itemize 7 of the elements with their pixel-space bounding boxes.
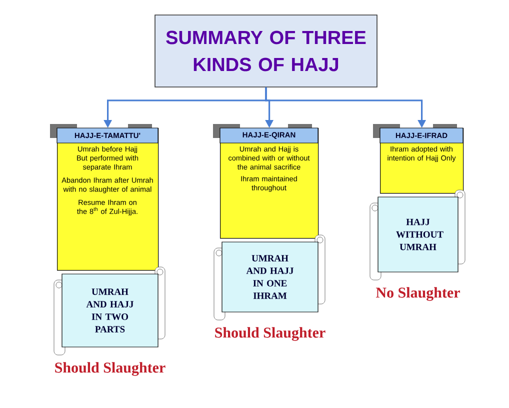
slaughter-note: Should Slaughter [55, 362, 166, 376]
scroll-banner: HAJJ WITHOUT UMRAH [370, 190, 466, 280]
slaughter-note: Should Slaughter [215, 327, 326, 341]
slaughter-note: No Slaughter [376, 287, 460, 301]
scroll-banner: UMRAH AND HAJJ IN TWO PARTS [54, 266, 166, 356]
title-box: SUMMARY OF THREE KINDS OF HAJJ [154, 14, 378, 88]
scroll-banner: UMRAH AND HAJJ IN ONE IHRAM [214, 234, 326, 320]
